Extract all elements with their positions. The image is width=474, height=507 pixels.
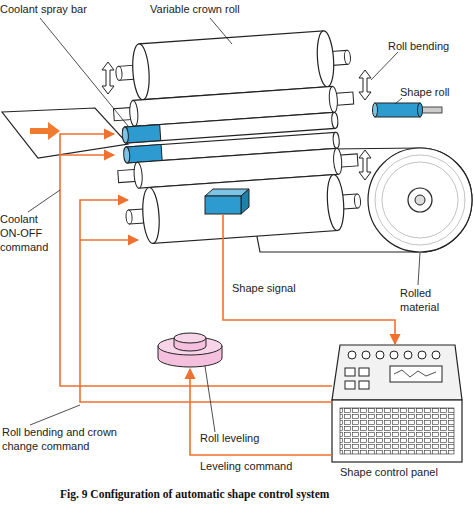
callout-label: Roll bending and crown change command xyxy=(2,426,137,454)
roll-stack xyxy=(109,29,362,245)
signal-wires xyxy=(60,134,395,455)
callout-label: Roll leveling xyxy=(200,432,290,446)
roll-end xyxy=(333,132,340,148)
panel-front xyxy=(332,400,462,462)
coil xyxy=(368,148,472,252)
bending-arrow xyxy=(359,150,371,180)
shape-detector xyxy=(205,189,249,214)
coil-outer xyxy=(368,148,472,252)
leader-line xyxy=(205,366,215,432)
bending-arrow xyxy=(359,70,371,100)
detector-front xyxy=(205,196,241,214)
roll-leveling-device xyxy=(158,333,222,367)
button xyxy=(345,368,355,376)
leveling-command-wire xyxy=(190,369,332,455)
leader-line xyxy=(28,190,60,212)
roll-end xyxy=(373,103,378,117)
leveling-cap-top xyxy=(174,333,206,343)
shape-signal-wire xyxy=(223,214,395,344)
roll-end xyxy=(123,147,130,163)
callout-label: Shape control panel xyxy=(340,466,474,480)
direction-arrow xyxy=(30,122,60,140)
coil-ring xyxy=(382,162,458,238)
roll-end xyxy=(344,50,351,64)
leader-line xyxy=(30,405,80,425)
callout-label: Rolled material xyxy=(400,287,462,315)
leader-line xyxy=(395,98,402,104)
roll-body xyxy=(375,103,420,117)
callout-label: Roll bending xyxy=(388,40,468,54)
roll-end xyxy=(141,187,161,244)
roll-end xyxy=(316,30,336,87)
callout-label: Coolant ON-OFF command xyxy=(0,213,54,254)
display-trace xyxy=(394,370,436,377)
keyboard xyxy=(340,408,454,454)
roll-end xyxy=(418,103,423,117)
roll-shaft xyxy=(420,107,442,113)
roll-end xyxy=(131,43,151,100)
knob xyxy=(376,351,384,359)
callout-label: Shape signal xyxy=(232,282,322,296)
panel-top xyxy=(332,345,462,400)
roll-end xyxy=(133,162,143,188)
button xyxy=(359,381,369,389)
roll-end xyxy=(129,100,139,126)
knob xyxy=(390,351,398,359)
leader-line xyxy=(210,18,232,44)
callout-label: Leveling command xyxy=(200,460,310,474)
leader-line xyxy=(40,18,128,126)
shape-control-panel xyxy=(332,345,462,462)
crown-command-wire xyxy=(80,239,138,241)
leader-line xyxy=(371,52,398,80)
coolant-command-wire xyxy=(60,134,332,386)
leader-line xyxy=(418,253,420,285)
knob xyxy=(404,351,412,359)
roll-end xyxy=(126,210,133,224)
callout-label: Variable crown roll xyxy=(150,3,280,17)
display xyxy=(390,366,442,382)
knob xyxy=(348,351,356,359)
roll-end xyxy=(331,112,338,128)
coolant-command-wire xyxy=(60,154,114,156)
roll-body xyxy=(149,175,337,244)
coolant-spray-bar xyxy=(125,125,161,143)
detector-side xyxy=(241,189,249,214)
incoming-sheet xyxy=(2,108,128,158)
button xyxy=(345,381,355,389)
button xyxy=(359,368,369,376)
roll-end xyxy=(116,66,123,80)
callout-label: Coolant spray bar xyxy=(0,3,110,17)
coolant-spray-bar xyxy=(126,145,162,163)
shape-roll xyxy=(373,103,443,117)
roll-end xyxy=(354,194,361,208)
knob xyxy=(362,351,370,359)
roll-end xyxy=(326,174,346,231)
bending-arrow xyxy=(102,62,114,94)
knob xyxy=(418,351,426,359)
roll-end xyxy=(328,86,338,112)
coil-hub xyxy=(408,188,432,212)
roll-end xyxy=(333,148,343,174)
knob xyxy=(432,351,440,359)
coil-axle xyxy=(415,195,425,205)
backup-roll xyxy=(124,173,362,245)
leader-lines xyxy=(28,18,420,432)
figure-caption: Fig. 9 Configuration of automatic shape … xyxy=(60,488,474,500)
roll-end xyxy=(122,127,129,143)
callout-label: Shape roll xyxy=(400,86,470,100)
coil-ring xyxy=(375,155,465,245)
